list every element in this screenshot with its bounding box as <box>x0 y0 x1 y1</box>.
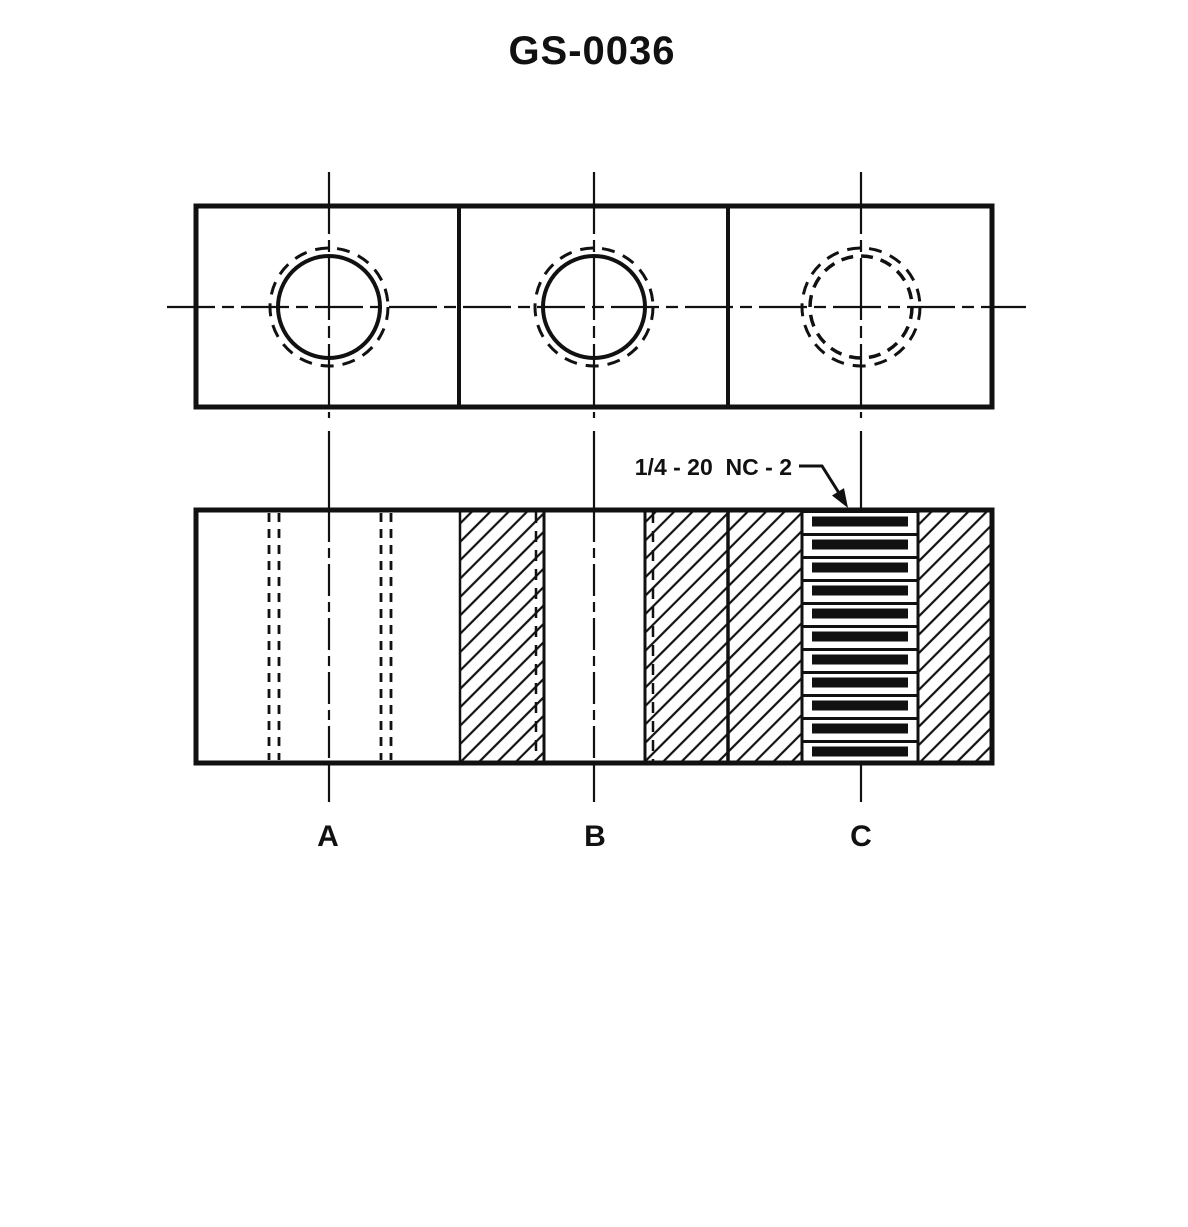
hole-b-label: B <box>584 820 606 853</box>
thread-callout: 1/4 - 20 NC - 2 <box>635 454 848 508</box>
hole-c-label: C <box>850 820 872 853</box>
callout-leader-line <box>799 464 841 494</box>
callout-arrowhead-icon <box>832 488 848 508</box>
hole-a-label: A <box>317 820 339 853</box>
hatch-region-right <box>918 510 992 763</box>
thread-spec-text: 1/4 - 20 NC - 2 <box>635 454 792 480</box>
front-view-outline <box>193 507 995 766</box>
hatch-region-middle <box>645 510 802 763</box>
hole-c-thread-section <box>802 510 918 763</box>
front-section-view <box>193 507 995 766</box>
hatch-region-left <box>460 510 544 763</box>
hole-labels: A B C <box>317 820 872 853</box>
vertical-centerlines <box>327 172 863 802</box>
drawing-title: GS-0036 <box>508 29 675 73</box>
